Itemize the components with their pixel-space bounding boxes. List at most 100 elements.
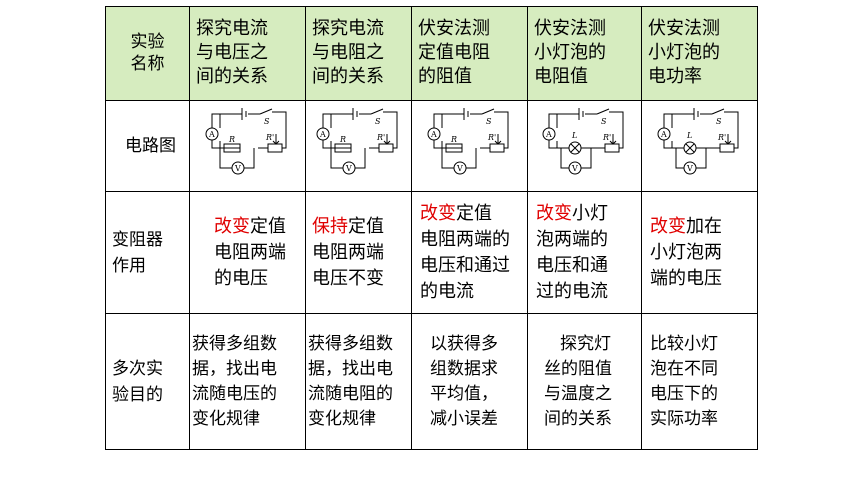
header-col-3-line2: 定值电阻 — [418, 42, 490, 64]
circuit-5-switch-symbol: S — [716, 117, 722, 126]
purpose-label-cell: 多次实 验目的 — [105, 313, 190, 450]
rheostat-role-4-line1: 小灯 — [572, 202, 608, 224]
circuit-diagram-2: A V S R R' — [305, 99, 412, 193]
rheostat-role-label-line2: 作用 — [112, 255, 146, 276]
rheostat-role-cell-2: 保持定值 电阻两端 电压不变 — [305, 191, 412, 315]
purpose-cell-3: 以获得多 组数据求 平均值， 减小误差 — [411, 313, 528, 450]
header-col-5-line3: 电功率 — [648, 66, 702, 88]
circuit-2-switch-symbol: S — [375, 117, 381, 126]
circuit-3-resistor-symbol: R — [450, 135, 457, 144]
rheostat-role-4-line3: 电压和通 — [536, 254, 608, 276]
circuit-3-voltmeter-symbol: V — [456, 164, 463, 173]
rheostat-role-2-line3: 电压不变 — [312, 267, 384, 289]
header-col-5-line2: 小灯泡的 — [648, 42, 720, 64]
purpose-label-line1: 多次实 — [112, 358, 163, 379]
rheostat-role-cell-3: 改变定值 电阻两端的 电压和通过 的电流 — [411, 191, 528, 315]
rheostat-role-label-cell: 变阻器 作用 — [105, 191, 190, 315]
purpose-4-line2: 丝的阻值 — [544, 358, 612, 379]
rheostat-role-3-line2: 电阻两端的 — [420, 228, 510, 250]
header-col-4-line1: 伏安法测 — [534, 18, 606, 40]
circuit-row: 电路图 A V S R — [105, 99, 758, 193]
circuit-lamp-diagram-icon: A V S L R' — [542, 107, 623, 175]
header-col-2-line3: 间的关系 — [312, 66, 384, 88]
header-col-2-line2: 与电阻之 — [312, 42, 384, 64]
circuit-lamp-diagram-icon: A V S L R' — [657, 107, 738, 175]
purpose-cell-2: 获得多组数 据，找出电 流随电阻的 变化规律 — [305, 313, 412, 450]
circuit-4-switch-symbol: S — [601, 117, 607, 126]
purpose-5-line2: 泡在不同 — [650, 358, 718, 379]
circuit-4-ammeter-symbol: A — [545, 130, 552, 139]
circuit-resistor-diagram-icon: A V S R R' — [205, 107, 286, 175]
purpose-1-line4: 变化规律 — [192, 408, 260, 429]
header-col-5: 伏安法测 小灯泡的 电功率 — [641, 6, 758, 101]
purpose-5-line4: 实际功率 — [650, 408, 718, 429]
purpose-5-line3: 电压下的 — [650, 383, 718, 404]
rheostat-role-3-keyword: 改变 — [420, 202, 456, 224]
rheostat-role-2-keyword: 保持 — [312, 215, 348, 237]
rheostat-role-label-line1: 变阻器 — [112, 229, 163, 250]
header-col-4: 伏安法测 小灯泡的 电阻值 — [527, 6, 642, 101]
circuit-resistor-diagram-icon: A V S R R' — [427, 107, 508, 175]
rheostat-role-1-line2: 电阻两端 — [214, 241, 286, 263]
header-col-1-line2: 与电压之 — [196, 42, 268, 64]
circuit-3-switch-symbol: S — [486, 117, 492, 126]
purpose-4-line1: 探究灯 — [560, 333, 611, 354]
rheostat-role-5-keyword: 改变 — [650, 215, 686, 237]
circuit-2-resistor-symbol: R — [339, 135, 346, 144]
circuit-1-voltmeter-symbol: V — [234, 164, 241, 173]
rheostat-role-5-line1: 加在 — [686, 215, 722, 237]
header-col-3-line3: 的阻值 — [418, 66, 472, 88]
header-col-3: 伏安法测 定值电阻 的阻值 — [411, 6, 528, 101]
rheostat-role-3-line4: 的电流 — [420, 280, 474, 302]
circuit-label-cell: 电路图 — [105, 99, 190, 193]
purpose-label-line2: 验目的 — [112, 384, 163, 405]
header-name-label-line2: 名称 — [130, 54, 165, 75]
circuit-5-ammeter-symbol: A — [660, 130, 667, 139]
purpose-1-line1: 获得多组数 — [192, 333, 277, 354]
circuit-diagram-3: A V S R R' — [411, 99, 528, 193]
circuit-3-rheostat-symbol: R' — [487, 133, 496, 142]
circuit-diagram-4: A V S L R' — [527, 99, 642, 193]
rheostat-role-1-keyword: 改变 — [214, 215, 250, 237]
circuit-4-rheostat-symbol: R' — [602, 133, 611, 142]
header-col-1-line1: 探究电流 — [196, 18, 268, 40]
purpose-4-line4: 间的关系 — [544, 408, 612, 429]
rheostat-role-1-line1: 定值 — [250, 215, 286, 237]
circuit-1-rheostat-symbol: R' — [265, 133, 274, 142]
purpose-3-line4: 减小误差 — [430, 408, 498, 429]
circuit-2-voltmeter-symbol: V — [345, 164, 352, 173]
circuit-2-ammeter-symbol: A — [319, 130, 326, 139]
header-row: 实验 名称 探究电流 与电压之 间的关系 探究电流 与电阻之 间的关系 伏安法测… — [105, 6, 758, 101]
experiment-comparison-table: 实验 名称 探究电流 与电压之 间的关系 探究电流 与电阻之 间的关系 伏安法测… — [105, 6, 758, 450]
purpose-3-line3: 平均值， — [430, 383, 498, 404]
purpose-2-line3: 流随电阻的 — [308, 383, 393, 404]
circuit-1-resistor-symbol: R — [228, 135, 235, 144]
rheostat-role-row: 变阻器 作用 改变定值 电阻两端 的电压 保持定值 电阻两端 电压不变 改变定值… — [105, 191, 758, 315]
purpose-2-line4: 变化规律 — [308, 408, 376, 429]
circuit-resistor-diagram-icon: A V S R R' — [316, 107, 397, 175]
purpose-cell-4: 探究灯 丝的阻值 与温度之 间的关系 — [527, 313, 642, 450]
rheostat-role-4-keyword: 改变 — [536, 202, 572, 224]
header-col-4-line2: 小灯泡的 — [534, 42, 606, 64]
header-col-2-line1: 探究电流 — [312, 18, 384, 40]
header-name-label-cell: 实验 名称 — [105, 6, 190, 101]
rheostat-role-1-line3: 的电压 — [214, 267, 268, 289]
header-col-1: 探究电流 与电压之 间的关系 — [189, 6, 306, 101]
purpose-3-line1: 以获得多 — [430, 333, 498, 354]
header-col-3-line1: 伏安法测 — [418, 18, 490, 40]
circuit-5-rheostat-symbol: R' — [717, 133, 726, 142]
header-col-1-line3: 间的关系 — [196, 66, 268, 88]
rheostat-role-5-line3: 端的电压 — [650, 267, 722, 289]
rheostat-role-4-line2: 泡两端的 — [536, 228, 608, 250]
rheostat-role-cell-4: 改变小灯 泡两端的 电压和通 过的电流 — [527, 191, 642, 315]
header-col-4-line3: 电阻值 — [534, 66, 588, 88]
circuit-row-label: 电路图 — [125, 135, 176, 156]
rheostat-role-3-line3: 电压和通过 — [420, 254, 510, 276]
rheostat-role-5-line2: 小灯泡两 — [650, 241, 722, 263]
header-col-5-line1: 伏安法测 — [648, 18, 720, 40]
header-name-label-line1: 实验 — [130, 32, 165, 53]
purpose-3-line2: 组数据求 — [430, 358, 498, 379]
circuit-diagram-5: A V S L R' — [641, 99, 758, 193]
purpose-row: 多次实 验目的 获得多组数 据，找出电 流随电压的 变化规律 获得多组数 据，找… — [105, 313, 758, 450]
circuit-1-ammeter-symbol: A — [208, 130, 215, 139]
